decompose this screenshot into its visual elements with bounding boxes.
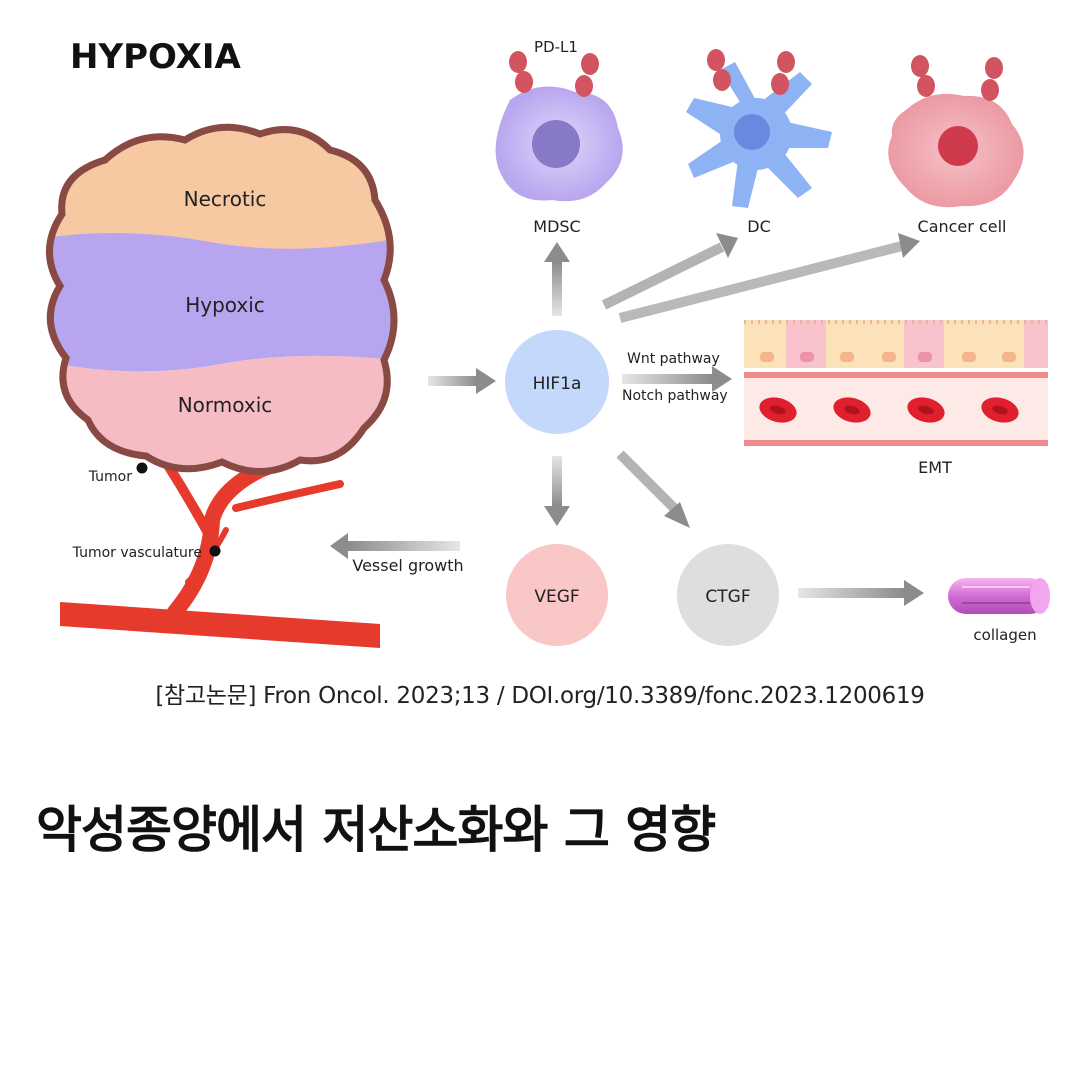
necrotic-label: Necrotic <box>184 187 267 211</box>
normoxic-label: Normoxic <box>178 393 273 417</box>
vasculature-callout-dot <box>209 545 221 557</box>
ctgf-label: CTGF <box>705 587 750 607</box>
hif1a-node <box>505 330 609 434</box>
tumor-callout-dot <box>136 462 148 474</box>
arrow-hif1a-to-mdsc <box>544 242 570 316</box>
emt-tissue <box>744 320 1048 446</box>
diagram-title: HYPOXIA <box>70 37 242 77</box>
pd-l1-receptors <box>509 51 599 97</box>
arrow-hif1a-to-ctgf <box>616 450 690 528</box>
ctgf-node <box>677 544 779 646</box>
vessel-growth-label: Vessel growth <box>352 556 463 575</box>
vegf-label: VEGF <box>534 587 579 607</box>
mdsc-label: MDSC <box>533 217 580 236</box>
tumor-vasculature <box>60 446 380 648</box>
hypoxic-zone <box>49 233 394 372</box>
tumor-callout-label: Tumor <box>88 469 133 485</box>
arrow-hif1a-to-cancer-cell <box>618 233 920 323</box>
dc-cell <box>686 49 832 208</box>
arrow-vessel-growth <box>330 533 460 559</box>
vasculature-callout-label: Tumor vasculature <box>72 545 202 561</box>
hypoxic-label: Hypoxic <box>185 293 265 317</box>
vegf-node <box>506 544 608 646</box>
emt-label: EMT <box>918 458 952 477</box>
hypoxia-diagram: HYPOXIA Necrotic Hypoxic Normoxic Tumor … <box>46 37 1050 648</box>
collagen-fiber <box>948 578 1050 614</box>
mdsc-cell <box>495 86 623 202</box>
cancer-cell <box>888 55 1024 208</box>
notch-pathway-label: Notch pathway <box>622 388 728 404</box>
tumor: Necrotic Hypoxic Normoxic <box>46 123 398 475</box>
citation: [참고논문] Fron Oncol. 2023;13 / DOI.org/10.… <box>155 683 925 709</box>
normoxic-zone <box>49 355 394 472</box>
collagen-label: collagen <box>973 626 1036 644</box>
headline: 악성종양에서 저산소화와 그 영향 <box>36 801 716 859</box>
arrow-ctgf-to-collagen <box>798 580 924 606</box>
arrow-hif1a-to-emt <box>622 366 732 392</box>
pd-l1-label: PD-L1 <box>534 38 578 56</box>
hif1a-label: HIF1a <box>533 374 582 394</box>
cancer-cell-label: Cancer cell <box>918 217 1007 236</box>
arrow-hif1a-to-dc <box>601 233 738 310</box>
wnt-pathway-label: Wnt pathway <box>627 351 720 367</box>
arrow-hif1a-to-vegf <box>544 456 570 526</box>
dc-label: DC <box>747 217 771 236</box>
arrow-tumor-to-hif1a <box>428 368 496 394</box>
